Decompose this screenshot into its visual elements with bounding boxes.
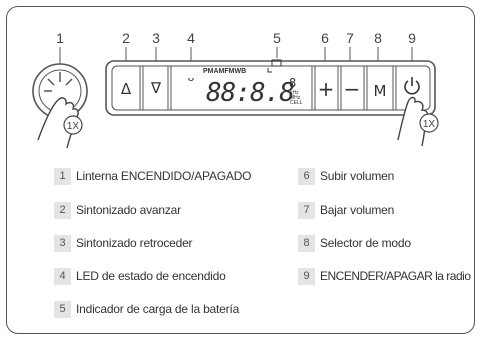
- legend-label: Indicador de carga de la batería: [76, 302, 240, 316]
- lcd-small-digit: 8: [289, 76, 296, 90]
- legend-item-5: 5 Indicador de carga de la batería: [54, 300, 239, 318]
- legend-number: 5: [54, 300, 71, 318]
- band-indicators: PMAMFMWB: [203, 68, 246, 75]
- legend-number: 7: [298, 201, 315, 219]
- legend-label: Sintonizado retroceder: [76, 236, 193, 250]
- callout-7: 7: [346, 30, 354, 46]
- mode-button-label: M: [374, 82, 387, 100]
- power-icon: [404, 77, 420, 95]
- radio-panel-inner: [111, 65, 431, 111]
- legend-label: Selector de modo: [320, 236, 411, 250]
- tune-down-button-label: ∇: [150, 79, 162, 97]
- lcd-tag-mhz: MHz: [290, 95, 301, 101]
- battery-icon: [267, 59, 282, 73]
- legend-number: 1: [54, 167, 71, 185]
- callout-1: 1: [56, 30, 64, 46]
- power-led-icon: ᴗ: [188, 71, 195, 84]
- legend-number: 2: [54, 201, 71, 219]
- callout-4: 4: [187, 30, 195, 46]
- lcd-tag-khz: kHz: [290, 90, 299, 96]
- legend-item-9: 9 ENCENDER/APAGAR la radio: [298, 267, 471, 285]
- callout-9: 9: [408, 30, 416, 46]
- press-once-badge: 1X: [419, 113, 439, 133]
- legend-item-3: 3 Sintonizado retroceder: [54, 234, 193, 252]
- button-dividers: [139, 66, 397, 110]
- legend-label: Bajar volumen: [320, 203, 395, 217]
- lcd-digits: 88:8.8: [206, 78, 294, 108]
- legend-item-6: 6 Subir volumen: [298, 167, 394, 185]
- lcd-display: PMAMFMWB 88:8.8 8 kHz MHz CELL: [203, 59, 303, 108]
- legend-label: Sintonizado avanzar: [76, 203, 181, 217]
- legend-number: 3: [54, 234, 71, 252]
- light-rays-icon: [44, 72, 73, 92]
- legend-label: Linterna ENCENDIDO/APAGADO: [76, 169, 252, 183]
- legend-item-4: 4 LED de estado de encendido: [54, 267, 226, 285]
- press-once-badge: 1X: [63, 115, 83, 135]
- callout-2: 2: [122, 30, 130, 46]
- volume-up-button-label: +: [318, 77, 335, 101]
- legend-number: 4: [54, 267, 71, 285]
- legend-number: 8: [298, 234, 315, 252]
- callout-3: 3: [152, 30, 160, 46]
- legend-label: ENCENDER/APAGAR la radio: [320, 269, 471, 283]
- svg-text:1X: 1X: [423, 119, 436, 130]
- legend-item-2: 2 Sintonizado avanzar: [54, 201, 181, 219]
- legend-label: LED de estado de encendido: [76, 269, 226, 283]
- legend-item-7: 7 Bajar volumen: [298, 201, 394, 219]
- callout-6: 6: [321, 30, 329, 46]
- radio-panel: [105, 60, 436, 116]
- callout-8: 8: [374, 30, 382, 46]
- legend-number: 9: [298, 267, 315, 285]
- legend-item-1: 1 Linterna ENCENDIDO/APAGADO: [54, 167, 252, 185]
- legend-label: Subir volumen: [320, 169, 395, 183]
- lcd-tag-cell: CELL: [290, 100, 303, 106]
- volume-down-button-label: −: [344, 77, 361, 101]
- svg-text:1X: 1X: [67, 121, 80, 132]
- legend-item-8: 8 Selector de modo: [298, 234, 411, 252]
- legend-number: 6: [298, 167, 315, 185]
- callout-5: 5: [273, 30, 281, 46]
- tune-up-button-label: Δ: [121, 80, 132, 98]
